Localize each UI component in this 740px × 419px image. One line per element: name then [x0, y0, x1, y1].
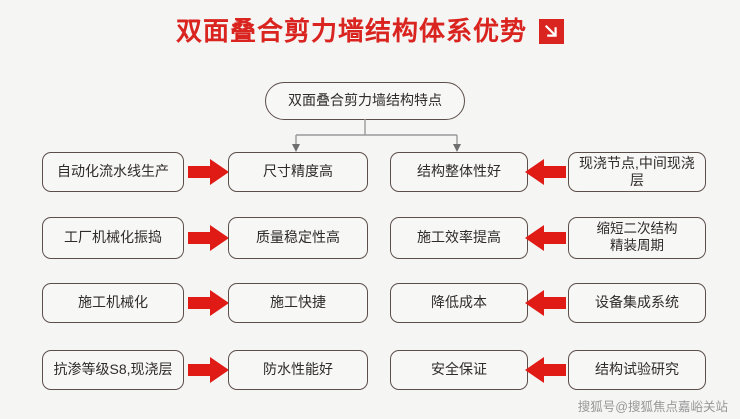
- effect-box-left-2-label: 质量稳定性高: [256, 229, 340, 246]
- effect-box-left-3-label: 施工快捷: [270, 294, 326, 311]
- cause-box-left-1: 自动化流水线生产: [42, 152, 184, 192]
- arrow-right-icon: [188, 356, 230, 384]
- root-node: 双面叠合剪力墙结构特点: [265, 82, 465, 120]
- effect-box-left-2: 质量稳定性高: [228, 217, 368, 259]
- cause-box-left-4: 抗渗等级S8,现浇层: [42, 350, 184, 390]
- branch-connector-icon: [265, 119, 475, 155]
- cause-box-left-4-label: 抗渗等级S8,现浇层: [53, 361, 173, 378]
- effect-box-right-4: 安全保证: [390, 350, 528, 390]
- effect-box-right-3-label: 降低成本: [431, 294, 487, 311]
- effect-box-right-2: 施工效率提高: [390, 217, 528, 259]
- effect-box-left-4: 防水性能好: [228, 350, 368, 390]
- arrow-left-icon: [524, 158, 566, 186]
- cause-box-right-4: 结构试验研究: [568, 350, 706, 390]
- page-title: 双面叠合剪力墙结构体系优势: [0, 18, 740, 44]
- cause-box-right-3-label: 设备集成系统: [595, 294, 679, 311]
- arrow-left-icon: [524, 224, 566, 252]
- effect-box-right-3: 降低成本: [390, 283, 528, 323]
- cause-box-right-4-label: 结构试验研究: [595, 361, 679, 378]
- arrow-left-icon: [524, 289, 566, 317]
- cause-box-right-3: 设备集成系统: [568, 283, 706, 323]
- cause-box-left-2-label: 工厂机械化振捣: [64, 229, 162, 246]
- arrow-left-icon: [524, 356, 566, 384]
- effect-box-right-1: 结构整体性好: [390, 152, 528, 192]
- effect-box-right-1-label: 结构整体性好: [417, 163, 501, 180]
- effect-box-right-2-label: 施工效率提高: [417, 229, 501, 246]
- cause-box-left-1-label: 自动化流水线生产: [57, 163, 169, 180]
- effect-box-right-4-label: 安全保证: [431, 361, 487, 378]
- effect-box-left-1: 尺寸精度高: [228, 152, 368, 192]
- cause-box-right-1: 现浇节点,中间现浇层: [568, 152, 706, 192]
- cause-box-right-1-label: 现浇节点,中间现浇层: [579, 154, 695, 189]
- cause-box-left-3: 施工机械化: [42, 283, 184, 323]
- root-node-label: 双面叠合剪力墙结构特点: [288, 92, 442, 109]
- arrow-down-right-icon: [539, 18, 564, 44]
- effect-box-left-1-label: 尺寸精度高: [263, 163, 333, 180]
- arrow-right-icon: [188, 158, 230, 186]
- effect-box-left-4-label: 防水性能好: [263, 361, 333, 378]
- effect-box-left-3: 施工快捷: [228, 283, 368, 323]
- arrow-right-icon: [188, 289, 230, 317]
- cause-box-right-2: 缩短二次结构 精装周期: [568, 217, 706, 259]
- cause-box-left-2: 工厂机械化振捣: [42, 217, 184, 259]
- cause-box-left-3-label: 施工机械化: [78, 294, 148, 311]
- cause-box-right-2-label: 缩短二次结构 精装周期: [596, 221, 678, 253]
- page-title-text: 双面叠合剪力墙结构体系优势: [175, 16, 527, 46]
- arrow-right-icon: [188, 224, 230, 252]
- watermark: 搜狐号@搜狐焦点嘉峪关站: [577, 400, 728, 414]
